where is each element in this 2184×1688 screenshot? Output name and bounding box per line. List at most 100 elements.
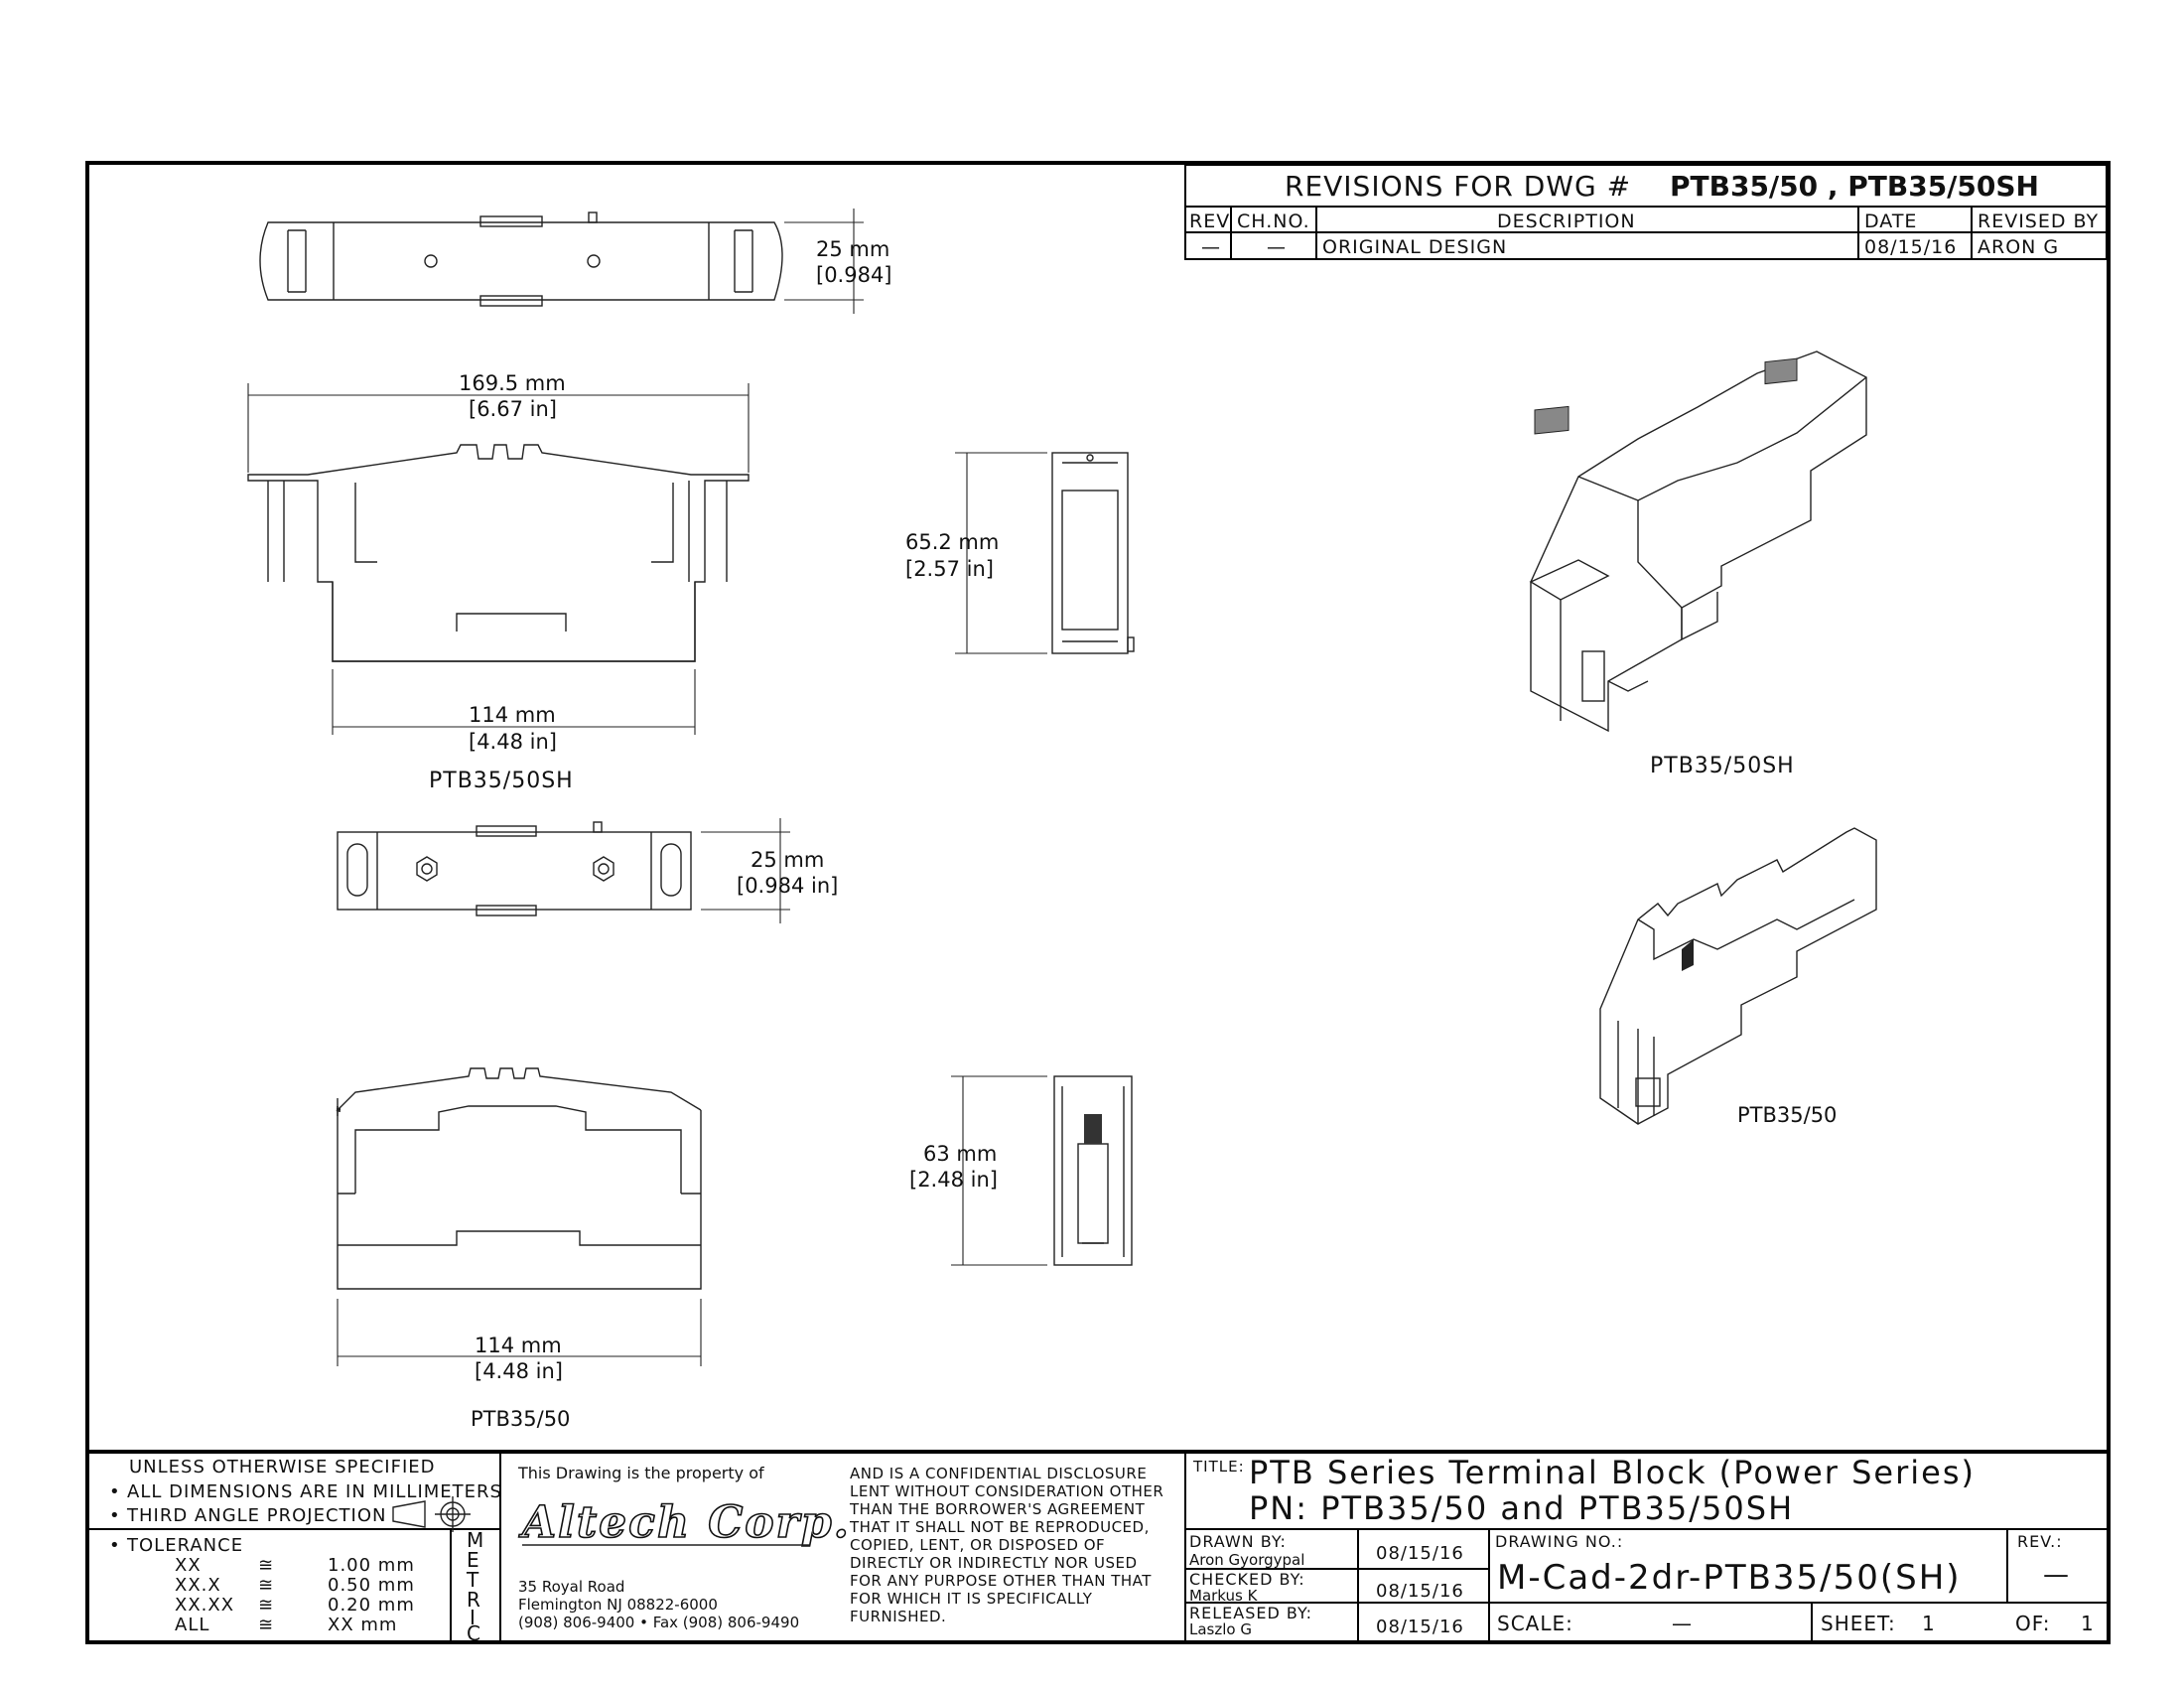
disclosure-line-8: FOR WHICH IT IS SPECIFICALLY	[850, 1590, 1093, 1608]
revisions-table: REVISIONS FOR DWG # PTB35/50 , PTB35/50S…	[1184, 165, 2107, 260]
svg-text:•: •	[109, 1481, 121, 1502]
front-view-std: 114 mm [4.48 in] PTB35/50	[336, 1067, 702, 1431]
top-view-std-dim-in: [0.984 in]	[737, 874, 838, 898]
company-logo: Altech Corp.	[518, 1497, 851, 1548]
revised-by-col-header: REVISED BY	[1978, 211, 2099, 232]
chno-col-header: CH.NO.	[1237, 211, 1310, 232]
front-view-sh-base-mm: 114 mm	[469, 703, 556, 727]
tol-sym-xxxx: ≅	[258, 1595, 274, 1616]
tol-key-all: ALL	[175, 1615, 209, 1635]
tol-sym-xx: ≅	[258, 1555, 274, 1576]
checked-by-name: Markus K	[1189, 1587, 1259, 1605]
tol-key-xxx: XX.X	[175, 1575, 221, 1596]
disclosure-line-1: AND IS A CONFIDENTIAL DISCLOSURE	[850, 1465, 1147, 1482]
date-col-header: DATE	[1864, 211, 1917, 232]
sheet-value: 1	[1922, 1612, 1936, 1635]
front-view-std-base-mm: 114 mm	[475, 1334, 562, 1357]
drawing-sheet: REVISIONS FOR DWG # PTB35/50 , PTB35/50S…	[85, 161, 2111, 1644]
third-angle-projection-icon	[392, 1496, 471, 1532]
revision-row-revised-by: ARON G	[1978, 236, 2059, 258]
tol-val-xx: 1.00 mm	[328, 1555, 415, 1576]
sheet-label: SHEET:	[1821, 1612, 1896, 1635]
front-view-sh-base-in: [4.48 in]	[469, 730, 557, 754]
revision-row-date: 08/15/16	[1864, 236, 1957, 258]
rev-value: —	[2043, 1560, 2070, 1590]
title-line-2: PN: PTB35/50 and PTB35/50SH	[1249, 1489, 1794, 1527]
rev-col-header: REV	[1189, 211, 1230, 232]
drawn-by-label: DRAWN BY:	[1189, 1532, 1287, 1551]
tol-val-all: XX mm	[328, 1615, 397, 1635]
tol-key-xx: XX	[175, 1555, 202, 1576]
metric-letter-c: C	[467, 1621, 481, 1640]
metric-letter-e: E	[467, 1548, 480, 1572]
metric-letter-r: R	[467, 1588, 481, 1612]
checked-by-label: CHECKED BY:	[1189, 1570, 1305, 1589]
revision-row-rev: —	[1201, 236, 1221, 258]
tol-sym-xxx: ≅	[258, 1575, 274, 1596]
front-view-std-base-in: [4.48 in]	[475, 1359, 563, 1383]
disclosure-line-6: DIRECTLY OR INDIRECTLY NOR USED	[850, 1554, 1138, 1572]
front-view-sh-width-in: [6.67 in]	[469, 397, 557, 421]
svg-text:•: •	[109, 1505, 121, 1526]
front-view-std-label: PTB35/50	[471, 1407, 570, 1431]
of-value: 1	[2081, 1612, 2095, 1635]
title-line-1: PTB Series Terminal Block (Power Series)	[1249, 1454, 1976, 1491]
tol-val-xxxx: 0.20 mm	[328, 1595, 415, 1616]
svg-text:•: •	[109, 1535, 121, 1556]
front-view-sh: 169.5 mm [6.67 in] 114 mm [4.48 in] PTB3…	[247, 371, 750, 793]
metric-letter-i: I	[470, 1606, 477, 1629]
released-date: 08/15/16	[1376, 1617, 1464, 1637]
disclosure-line-2: LENT WITHOUT CONSIDERATION OTHER	[850, 1482, 1163, 1500]
drawing-no-label: DRAWING NO.:	[1495, 1532, 1623, 1551]
tol-val-xxx: 0.50 mm	[328, 1575, 415, 1596]
revision-row-description: ORIGINAL DESIGN	[1322, 236, 1507, 258]
title-label: TITLE:	[1192, 1458, 1245, 1476]
scale-value: —	[1672, 1612, 1693, 1635]
scale-label: SCALE:	[1497, 1612, 1573, 1635]
notes-projection: THIRD ANGLE PROJECTION	[126, 1505, 387, 1526]
top-view-sh: 25 mm [0.984]	[259, 209, 892, 314]
metric-letter-m: M	[467, 1528, 484, 1552]
drawing-canvas: REVISIONS FOR DWG # PTB35/50 , PTB35/50S…	[89, 165, 2107, 1640]
tol-key-xxxx: XX.XX	[175, 1595, 234, 1616]
rev-label: REV.:	[2017, 1532, 2063, 1551]
side-view-std-height-mm: 63 mm	[923, 1142, 997, 1166]
revisions-title-parts: PTB35/50 , PTB35/50SH	[1670, 170, 2039, 203]
front-view-sh-width-mm: 169.5 mm	[459, 371, 566, 395]
top-view-std: 25 mm [0.984 in]	[337, 818, 838, 923]
side-view-sh-height-mm: 65.2 mm	[905, 530, 999, 554]
iso-view-sh-label: PTB35/50SH	[1650, 754, 1795, 778]
disclosure-line-3: THAN THE BORROWER'S AGREEMENT	[849, 1500, 1146, 1518]
company-address1: 35 Royal Road	[518, 1578, 624, 1596]
disclosure-line-9: FURNISHED.	[850, 1608, 946, 1625]
title-block: UNLESS OTHERWISE SPECIFIED • ALL DIMENSI…	[89, 1450, 2107, 1640]
notes-tolerance: TOLERANCE	[126, 1535, 243, 1556]
notes-all-dimensions: ALL DIMENSIONS ARE IN MILLIMETERS	[127, 1481, 502, 1502]
isometric-view-sh: PTB35/50SH	[1529, 351, 1867, 778]
drawing-no-value: M-Cad-2dr-PTB35/50(SH)	[1497, 1558, 1962, 1598]
top-view-sh-dim-mm: 25 mm	[816, 237, 889, 261]
revision-row-chno: —	[1267, 236, 1287, 258]
drawn-date: 08/15/16	[1376, 1543, 1464, 1564]
front-view-sh-label: PTB35/50SH	[429, 769, 574, 793]
metric-letter-t: T	[466, 1568, 479, 1592]
side-view-sh: 65.2 mm [2.57 in]	[905, 452, 1135, 654]
side-view-std: 63 mm [2.48 in]	[909, 1075, 1133, 1266]
tol-sym-all: ≅	[258, 1615, 274, 1635]
of-label: OF:	[2015, 1612, 2050, 1635]
checked-date: 08/15/16	[1376, 1581, 1464, 1602]
top-view-std-dim-mm: 25 mm	[751, 848, 824, 872]
revisions-title-prefix: REVISIONS FOR DWG #	[1285, 170, 1631, 203]
disclosure-line-7: FOR ANY PURPOSE OTHER THAN THAT	[850, 1572, 1152, 1590]
drawn-by-name: Aron Gyorgypal	[1189, 1551, 1304, 1569]
company-property-of: This Drawing is the property of	[517, 1464, 764, 1482]
released-by-label: RELEASED BY:	[1189, 1604, 1312, 1622]
iso-view-std-label: PTB35/50	[1737, 1103, 1837, 1127]
top-view-sh-dim-in: [0.984]	[816, 263, 892, 287]
side-view-std-height-in: [2.48 in]	[909, 1168, 998, 1192]
disclosure-line-4: THAT IT SHALL NOT BE REPRODUCED,	[849, 1518, 1150, 1536]
company-address2: Flemington NJ 08822-6000	[518, 1596, 718, 1614]
isometric-view-std: PTB35/50	[1599, 827, 1877, 1127]
company-phone: (908) 806-9400 • Fax (908) 806-9490	[518, 1614, 799, 1631]
description-col-header: DESCRIPTION	[1497, 211, 1636, 232]
